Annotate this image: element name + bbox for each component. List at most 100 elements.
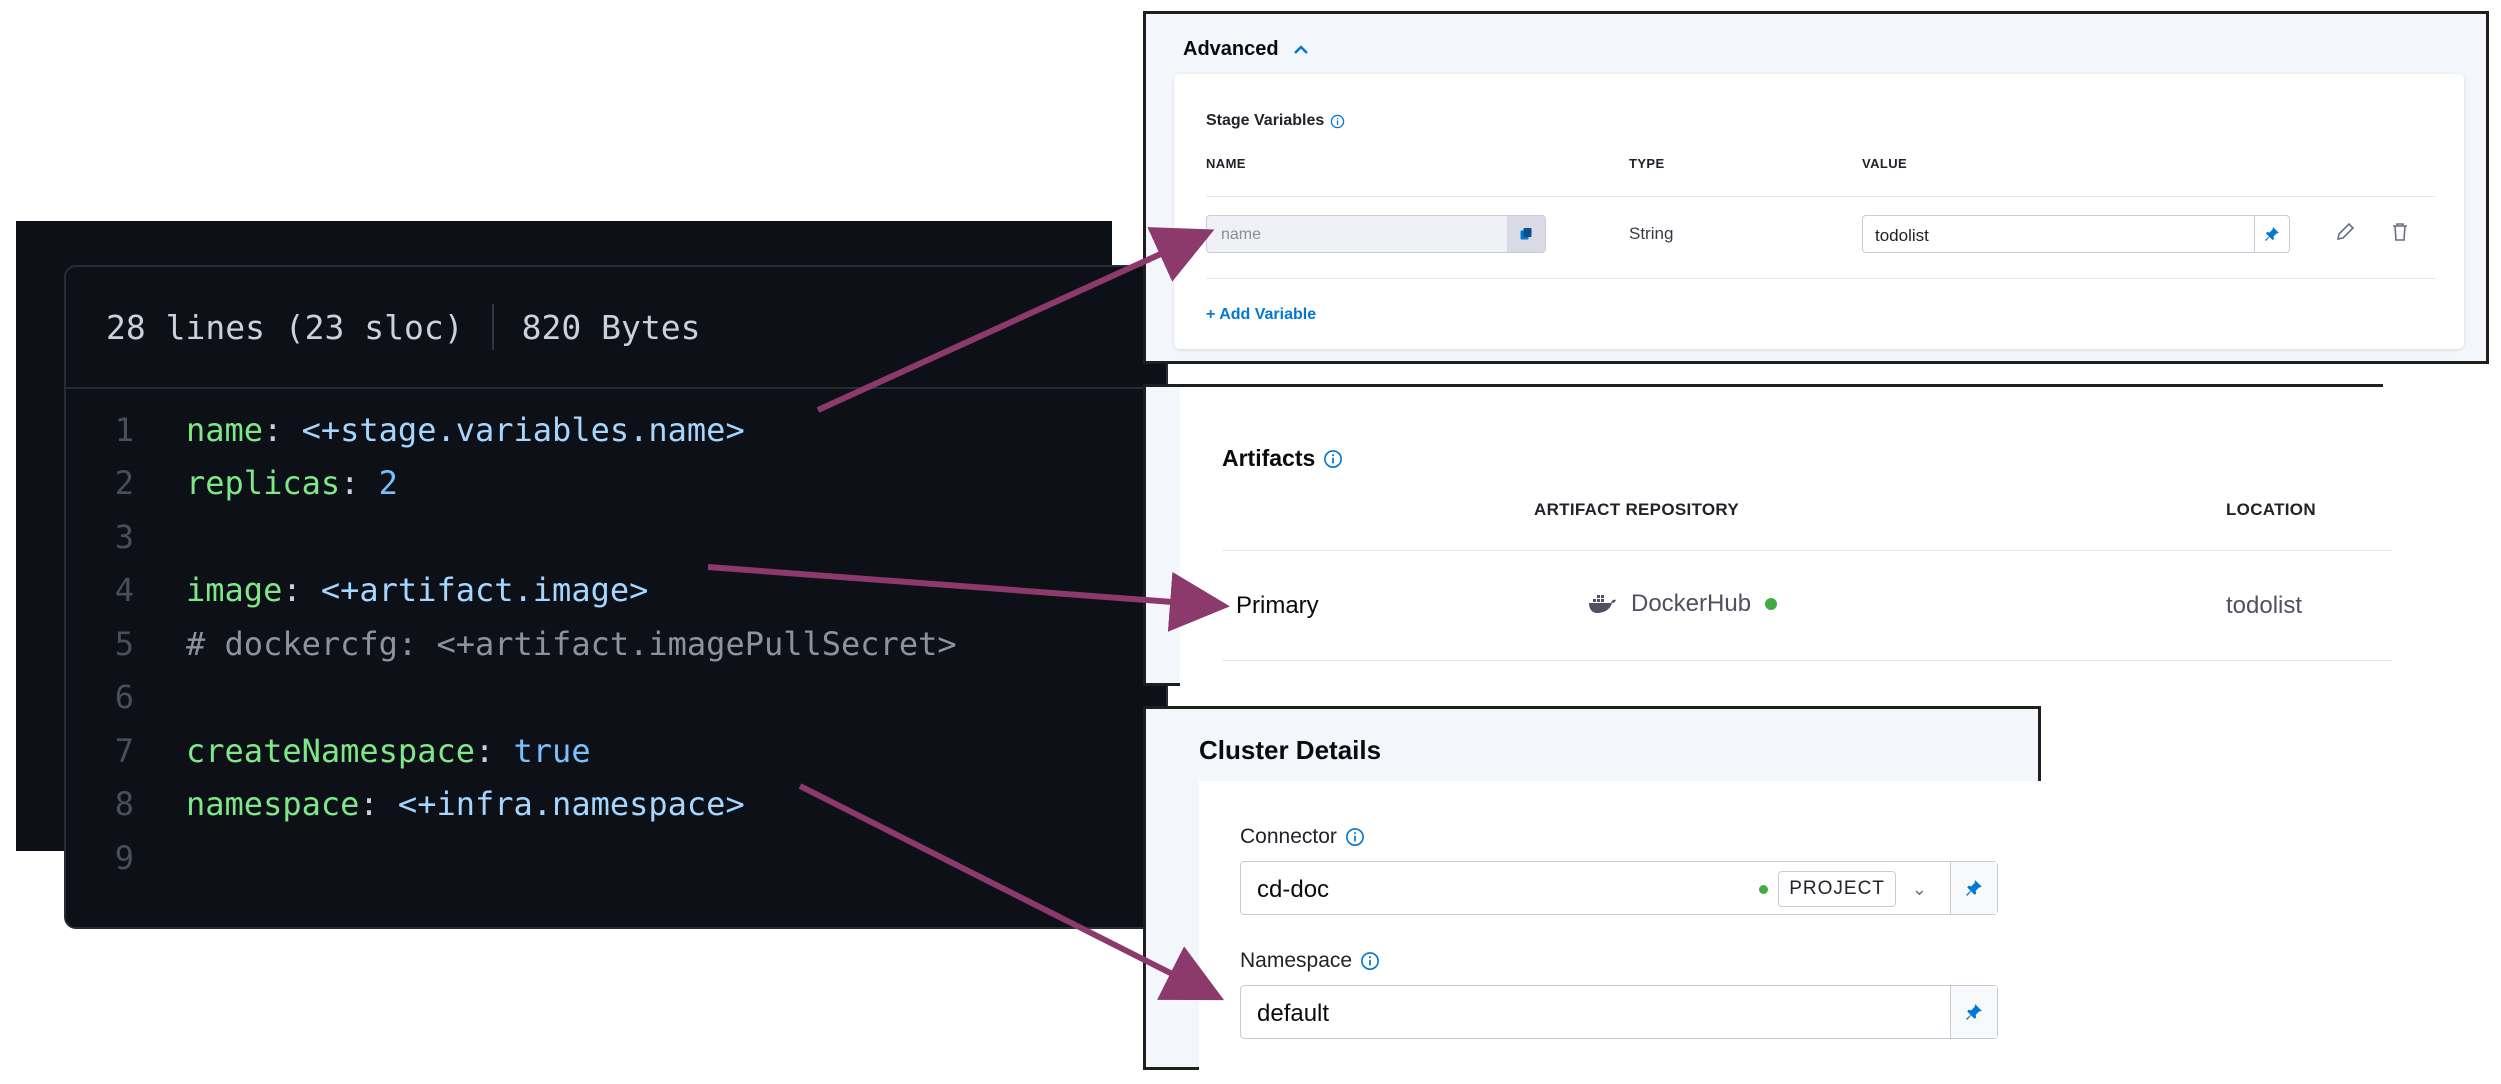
stage-variables-heading: Stage Variables [1206, 112, 1345, 130]
runtime-input-toggle[interactable] [2254, 216, 2289, 252]
connector-status-dot [1759, 884, 1769, 894]
code-line: 8 namespace: <+infra.namespace> [66, 778, 1166, 832]
advanced-title: Advanced [1183, 38, 1279, 60]
pin-icon [1966, 880, 1982, 896]
file-lines-info: 28 lines (23 sloc) [106, 307, 464, 347]
info-icon[interactable] [1330, 114, 1345, 129]
pin-icon [1966, 1004, 1982, 1020]
add-variable-button[interactable]: + Add Variable [1206, 306, 1317, 323]
code-value: <+stage.variables.name> [282, 410, 745, 449]
column-header-value: VALUE [1862, 156, 1908, 171]
code-line: 5# dockercfg: <+artifact.imagePullSecret… [66, 617, 1166, 671]
code-line: 2 replicas: 2 [66, 457, 1166, 511]
variable-value: todolist [1875, 226, 1929, 245]
line-number: 1 [114, 410, 134, 449]
connected-status-dot [1765, 598, 1778, 610]
line-number: 3 [114, 517, 134, 556]
code-colon: : [359, 785, 379, 824]
artifact-location: todolist [2226, 592, 2303, 619]
runtime-input-toggle[interactable] [1950, 986, 1997, 1038]
chevron-down-icon[interactable]: ⌄ [1911, 878, 1927, 899]
copy-icon [1520, 228, 1532, 240]
info-icon[interactable] [1345, 827, 1365, 847]
stage-variables-title: Stage Variables [1206, 112, 1325, 129]
code-key: replicas [186, 464, 341, 503]
column-header-location: LOCATION [2226, 500, 2316, 519]
divider [1222, 550, 2392, 551]
artifact-repository-name: DockerHub [1631, 590, 1752, 617]
stage-variables-card: Stage Variables NAME TYPE VALUE name Str… [1174, 74, 2464, 349]
runtime-input-toggle[interactable] [1950, 862, 1997, 914]
code-value: <+artifact.image> [301, 571, 649, 610]
connector-label: Connector [1240, 825, 1337, 848]
namespace-label: Namespace [1240, 949, 1353, 972]
artifacts-heading: Artifacts [1222, 445, 1343, 472]
artifacts-panel: Artifacts ARTIFACT REPOSITORY LOCATION P… [1143, 384, 2392, 687]
artifacts-title: Artifacts [1222, 445, 1316, 471]
variable-value-input[interactable]: todolist [1862, 215, 2290, 253]
edit-icon[interactable] [2334, 221, 2356, 243]
code-key: image [186, 571, 283, 610]
scope-badge: PROJECT [1778, 871, 1896, 907]
line-number: 8 [114, 785, 134, 824]
docker-icon [1589, 595, 1616, 613]
line-number: 7 [114, 731, 134, 770]
line-number: 2 [114, 464, 134, 503]
code-file-box: 28 lines (23 sloc) 820 Bytes 1 name: <+st… [64, 265, 1168, 929]
artifact-name: Primary [1236, 592, 1319, 619]
column-header-name: NAME [1206, 156, 1246, 171]
connector-label-row: Connector [1240, 825, 1365, 849]
header-divider [491, 304, 494, 350]
code-viewer: 28 lines (23 sloc) 820 Bytes 1 name: <+st… [16, 221, 1168, 929]
code-lines: 1 name: <+stage.variables.name> 2 replicas:… [66, 389, 1166, 885]
artifacts-card: Artifacts ARTIFACT REPOSITORY LOCATION P… [1180, 387, 2392, 687]
code-value: <+infra.namespace> [378, 785, 745, 824]
line-number: 4 [114, 571, 134, 610]
delete-icon[interactable] [2390, 221, 2410, 243]
input-type-toggle[interactable] [1507, 216, 1545, 252]
code-colon: : [263, 410, 283, 449]
code-line: 1 name: <+stage.variables.name> [66, 403, 1166, 457]
chevron-up-icon [1293, 44, 1308, 54]
column-header-artifact-repository: ARTIFACT REPOSITORY [1534, 500, 1739, 519]
divider [1206, 278, 2436, 279]
divider [1222, 660, 2392, 661]
cluster-details-title: Cluster Details [1199, 735, 1382, 765]
connector-select[interactable]: cd-doc PROJECT ⌄ [1240, 861, 1998, 915]
cluster-details-card: Connector cd-doc PROJECT ⌄ Namespace def… [1199, 781, 2044, 1081]
advanced-panel: Advanced Stage Variables NAME TYPE VALUE… [1143, 11, 2489, 364]
code-key: createNamespace [186, 731, 475, 770]
code-line: 3 [66, 510, 1166, 564]
namespace-label-row: Namespace [1240, 949, 1380, 973]
code-key: name [186, 410, 264, 449]
namespace-value: default [1257, 1000, 1330, 1027]
info-icon[interactable] [1323, 449, 1343, 469]
pin-icon [2265, 227, 2279, 241]
namespace-input[interactable]: default [1240, 985, 1998, 1039]
line-number: 9 [114, 838, 134, 877]
code-key: namespace [186, 785, 360, 824]
code-value: 2 [359, 464, 398, 503]
code-line: 4 image: <+artifact.image> [66, 564, 1166, 618]
code-colon: : [474, 731, 495, 770]
advanced-toggle[interactable]: Advanced [1183, 38, 1309, 61]
code-colon: : [340, 464, 360, 503]
variable-name-input[interactable]: name [1206, 215, 1546, 253]
connector-scope: PROJECT ⌄ [1759, 871, 1927, 907]
artifact-repository[interactable]: DockerHub [1587, 590, 1778, 618]
line-number: 6 [114, 678, 134, 717]
code-comment: # dockercfg: <+artifact.imagePullSecret> [186, 624, 957, 663]
file-size: 820 Bytes [521, 307, 701, 347]
code-file-header: 28 lines (23 sloc) 820 Bytes [66, 267, 1166, 389]
info-icon[interactable] [1360, 951, 1380, 971]
code-colon: : [282, 571, 302, 610]
variable-name-placeholder: name [1221, 226, 1262, 243]
code-line: 9 [66, 831, 1166, 885]
variable-type: String [1629, 224, 1674, 243]
code-value: true [494, 731, 591, 770]
code-line: 7 createNamespace: true [66, 724, 1166, 778]
cluster-details-panel: Cluster Details Connector cd-doc PROJECT… [1143, 706, 2044, 1081]
column-header-type: TYPE [1629, 156, 1665, 171]
code-line: 6 [66, 671, 1166, 725]
divider [1206, 196, 2436, 197]
